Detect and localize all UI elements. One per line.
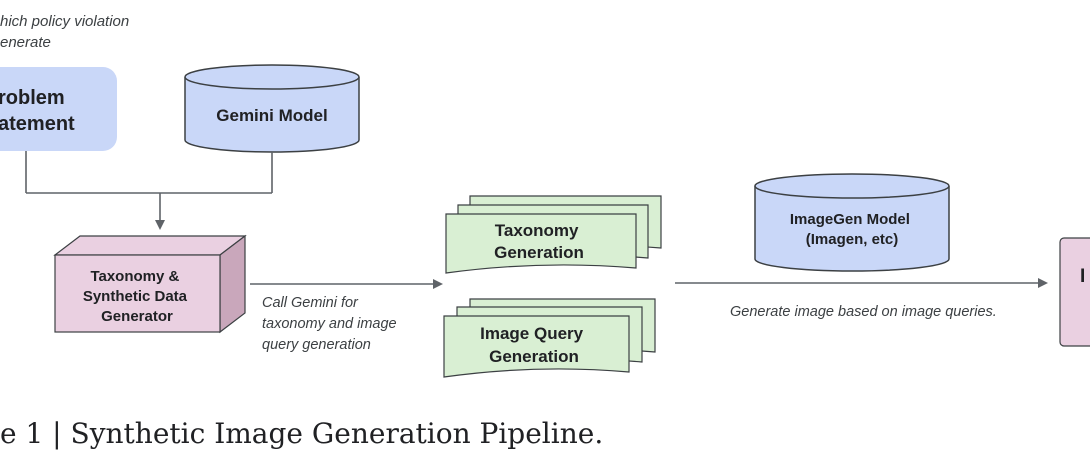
call-gemini-label: Call Gemini for taxonomy and image query… [262, 295, 401, 353]
generator-line-1: Taxonomy & [90, 268, 179, 285]
svg-text:Taxonomy & Synthetic Dat: Taxonomy & Synthetic Data Generator [83, 268, 191, 325]
generator-line-2: Synthetic Data [83, 288, 188, 305]
gemini-model-cylinder: Gemini Model [184, 64, 360, 153]
svg-text:roblem atement: roblem atement [0, 87, 75, 135]
problem-statement-line-2: atement [0, 113, 75, 135]
imagegen-model-line-2: (Imagen, etc) [806, 231, 899, 248]
problem-statement-box: roblem atement [0, 67, 117, 151]
policy-note-line-1: hich policy violation [0, 13, 129, 30]
call-gemini-line-2: taxonomy and image [262, 316, 397, 332]
figure-caption: e 1 | Synthetic Image Generation Pipelin… [0, 417, 603, 450]
imagegen-model-cylinder: ImageGen Model (Imagen, etc) [754, 173, 950, 272]
output-box: I [1059, 237, 1090, 347]
generate-image-label: Generate image based on image queries. [730, 304, 997, 320]
taxonomy-generation-label: Taxonomy Generation [494, 221, 584, 262]
imagegen-model-line-1: ImageGen Model [790, 211, 910, 228]
generator-line-3: Generator [101, 308, 173, 325]
image-query-generation-stack [443, 298, 656, 378]
policy-note-line-2: enerate [0, 34, 51, 51]
policy-note: hich policy violation enerate [0, 13, 133, 51]
taxonomy-generation-line-2: Generation [494, 243, 584, 262]
gemini-model-label: Gemini Model [216, 106, 327, 125]
call-gemini-line-1: Call Gemini for [262, 295, 359, 311]
problem-statement-line-1: roblem [0, 87, 65, 109]
taxonomy-generation-stack [445, 195, 662, 274]
output-box-label: I [1080, 266, 1085, 287]
call-gemini-line-3: query generation [262, 337, 371, 353]
generator-box: Taxonomy & Synthetic Data Generator [53, 234, 247, 334]
image-query-generation-line-2: Generation [489, 347, 579, 366]
svg-text:ImageGen Model (Imagen,: ImageGen Model (Imagen, etc) [790, 211, 914, 248]
image-query-generation-label: Image Query Generation [480, 324, 588, 366]
taxonomy-generation-line-1: Taxonomy [495, 221, 579, 240]
input-connector [25, 151, 273, 230]
image-query-generation-line-1: Image Query [480, 324, 584, 343]
